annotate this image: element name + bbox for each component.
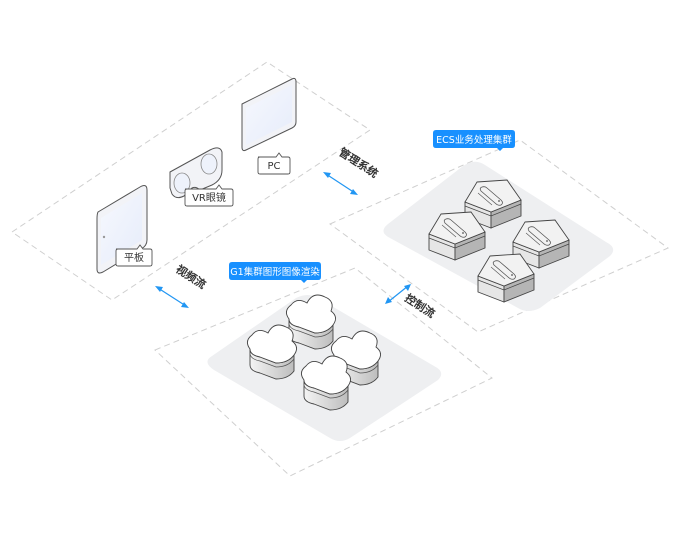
bidirectional-arrow-icon bbox=[323, 172, 358, 195]
ecs-cluster-label: ECS业务处理集群 bbox=[436, 134, 512, 146]
ecs-cluster-tag: ECS业务处理集群 bbox=[433, 130, 515, 151]
g1-cluster-tag: G1集群图形图像渲染 bbox=[229, 262, 321, 283]
cloud-node-icon bbox=[286, 294, 336, 350]
g1-nodes bbox=[247, 294, 381, 411]
tablet-label: 平板 bbox=[124, 251, 144, 264]
management-flow-label: 管理系统 bbox=[336, 145, 381, 181]
server-node-icon bbox=[464, 179, 522, 229]
tablet-device[interactable]: 平板 bbox=[96, 185, 153, 274]
server-node-icon bbox=[428, 211, 486, 261]
server-node-icon bbox=[512, 219, 570, 269]
ecs-cluster-pad bbox=[383, 161, 614, 311]
control-flow-label: 控制流 bbox=[402, 291, 437, 321]
tablet-label-callout: 平板 bbox=[115, 244, 153, 267]
management-flow: 管理系统 bbox=[323, 145, 381, 195]
control-flow: 控制流 bbox=[385, 284, 438, 320]
client-zone bbox=[11, 61, 371, 301]
video-flow: 视频流 bbox=[155, 262, 209, 308]
pc-label: PC bbox=[267, 161, 280, 172]
pc-label-callout: PC bbox=[257, 152, 291, 175]
cloud-node-icon bbox=[301, 355, 351, 411]
ecs-nodes bbox=[428, 179, 570, 303]
bidirectional-arrow-icon bbox=[155, 286, 189, 308]
pc-device[interactable]: PC bbox=[241, 77, 297, 175]
vr-device[interactable]: VR眼镜 bbox=[169, 147, 234, 207]
vr-label: VR眼镜 bbox=[192, 191, 226, 204]
vr-label-callout: VR眼镜 bbox=[184, 184, 234, 207]
server-node-icon bbox=[477, 253, 535, 303]
video-flow-label: 视频流 bbox=[173, 262, 208, 292]
g1-cluster-label: G1集群图形图像渲染 bbox=[230, 266, 320, 278]
cloud-node-icon bbox=[247, 324, 297, 380]
bidirectional-arrow-icon bbox=[385, 284, 411, 304]
monitor-icon bbox=[241, 77, 297, 152]
g1-zone bbox=[154, 267, 493, 477]
ecs-zone bbox=[329, 139, 669, 333]
